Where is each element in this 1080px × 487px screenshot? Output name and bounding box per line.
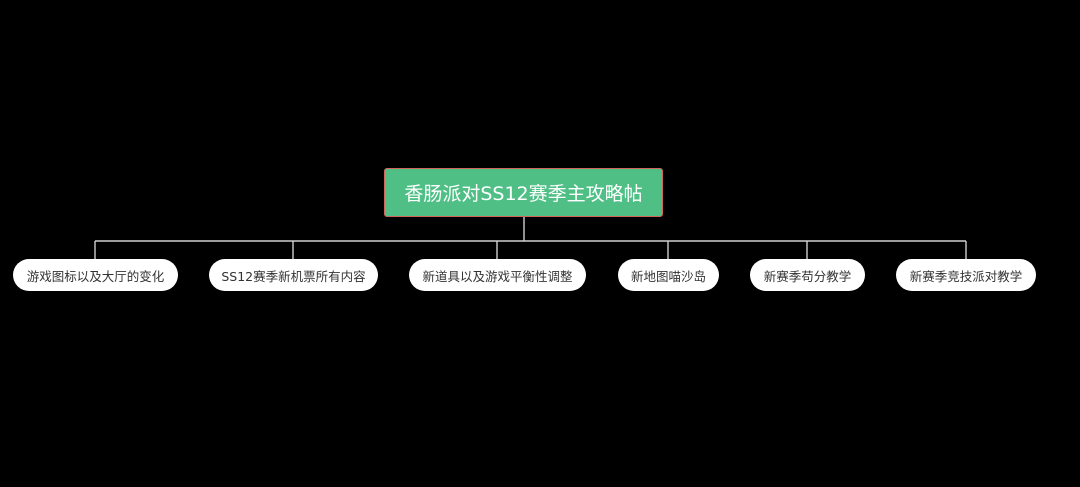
child-node-label: 新赛季苟分教学	[763, 268, 852, 284]
child-node-ss12-ticket[interactable]: SS12赛季新机票所有内容	[209, 259, 378, 291]
child-node-label: 新赛季竞技派对教学	[909, 268, 1023, 284]
child-node-label: SS12赛季新机票所有内容	[221, 268, 366, 284]
child-node-competitive-tutorial[interactable]: 新赛季竞技派对教学	[896, 259, 1036, 291]
child-node-survival-tutorial[interactable]: 新赛季苟分教学	[750, 259, 865, 291]
child-node-label: 游戏图标以及大厅的变化	[26, 268, 165, 284]
child-node-label: 新地图喵沙岛	[630, 268, 706, 284]
root-node-label: 香肠派对SS12赛季主攻略帖	[404, 183, 643, 205]
child-node-new-map[interactable]: 新地图喵沙岛	[618, 259, 719, 291]
root-node[interactable]: 香肠派对SS12赛季主攻略帖	[384, 168, 663, 217]
child-node-lobby-changes[interactable]: 游戏图标以及大厅的变化	[13, 259, 178, 291]
child-node-new-items-balance[interactable]: 新道具以及游戏平衡性调整	[409, 259, 586, 291]
child-node-label: 新道具以及游戏平衡性调整	[422, 268, 573, 284]
